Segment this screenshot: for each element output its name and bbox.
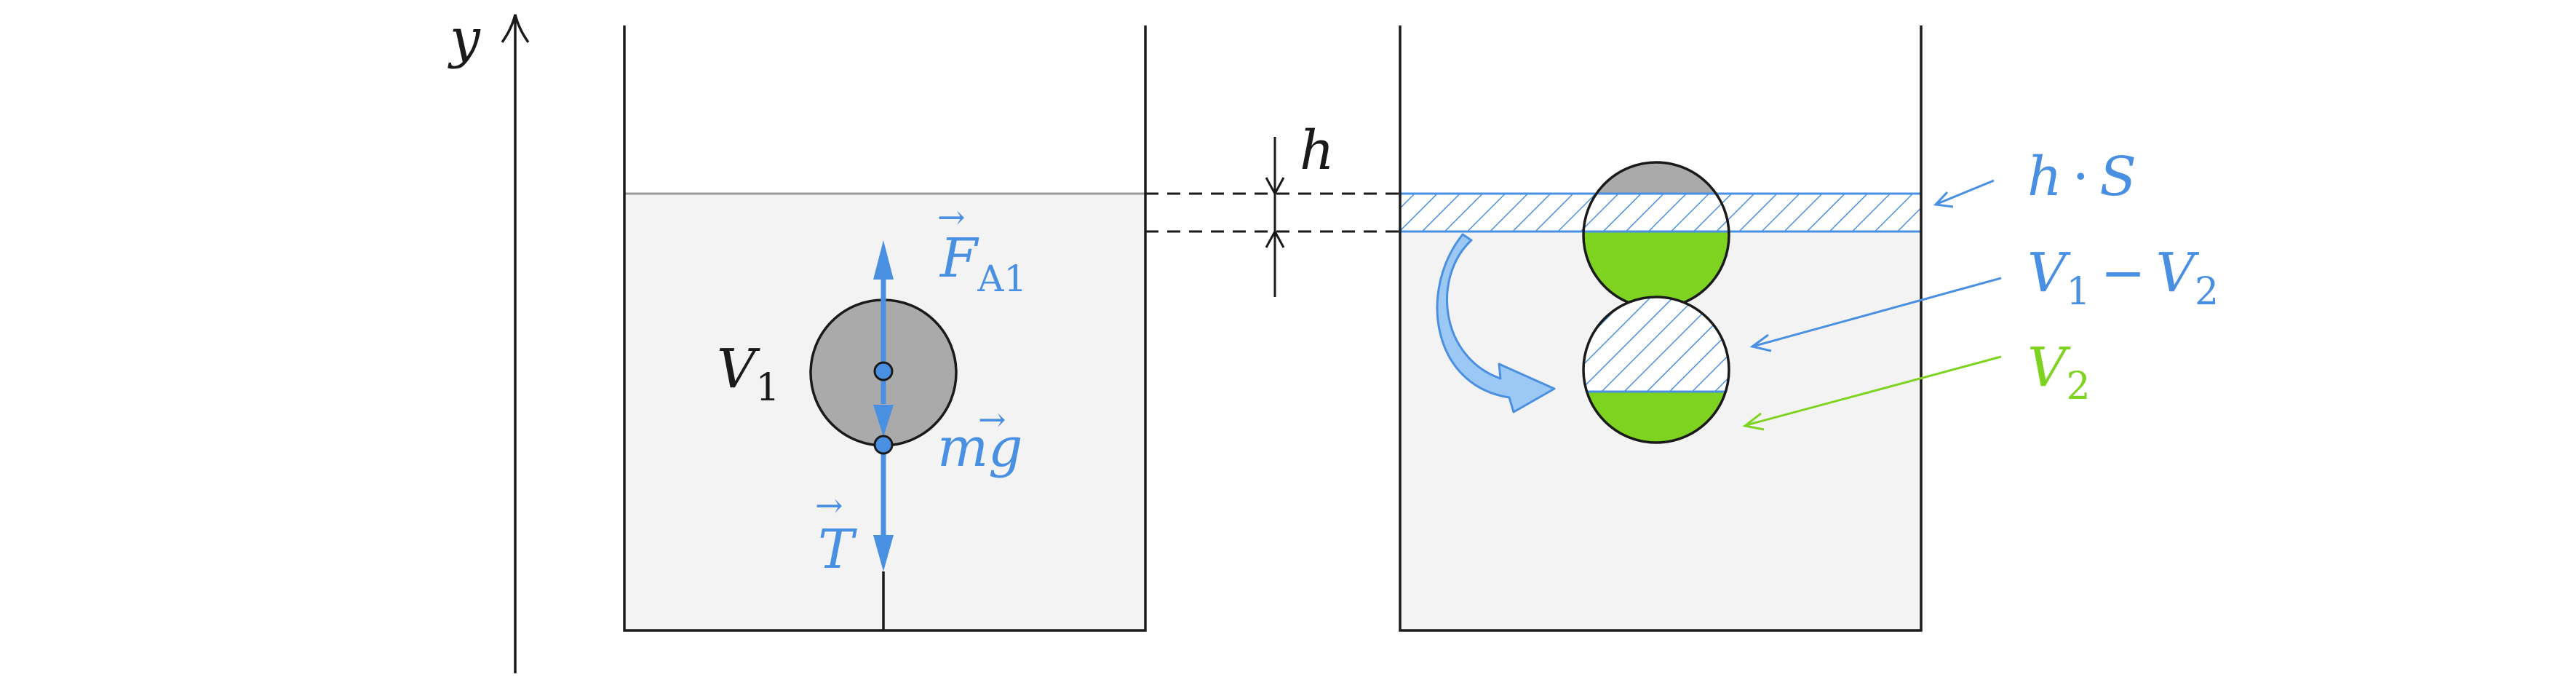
right-tank-walls	[1399, 25, 1923, 632]
buoyancy-arrowhead	[873, 240, 894, 280]
right-tank	[1399, 25, 1923, 632]
level-difference: h	[1145, 119, 1400, 297]
annotations: h·S V1−V2 V2	[1742, 146, 2219, 431]
v2-pointer-head	[1742, 412, 1765, 431]
left-ball-label: V1	[717, 338, 780, 410]
hs-label: h·S	[2027, 146, 2136, 208]
v2-pointer	[1746, 355, 2002, 427]
center-point	[873, 361, 894, 381]
bottom-point	[873, 435, 894, 455]
tension-label: → T	[815, 486, 857, 581]
v2-label: V2	[2027, 336, 2091, 408]
left-tank: V1 → FA1 → mg → T	[623, 25, 1147, 632]
y-axis-label: y	[448, 7, 481, 70]
left-tank-walls	[623, 25, 1147, 632]
y-axis-arrowhead	[501, 14, 530, 44]
h-label: h	[1300, 119, 1335, 182]
buoyancy-label: → FA1	[937, 197, 1027, 300]
tension-vector-mark: →	[815, 486, 843, 525]
h-top-arrowhead	[1265, 177, 1285, 197]
buoyancy-vector-mark: →	[937, 197, 966, 237]
diff-pointer-head	[1749, 333, 1772, 352]
gravity-label-text: mg	[937, 416, 1023, 479]
tension-label-text: T	[818, 518, 857, 581]
gravity-label: → mg	[937, 400, 1023, 479]
h-bottom-arrowhead	[1265, 229, 1285, 248]
hs-pointer	[1936, 179, 1995, 205]
tension-arrowhead	[873, 535, 894, 571]
y-axis: y	[448, 7, 530, 673]
gravity-vector-mark: →	[978, 400, 1006, 439]
gravity-arrowhead	[873, 405, 894, 437]
buoyancy-label-text: FA1	[939, 227, 1027, 300]
transfer-arrow-icon	[1436, 233, 1556, 413]
hs-pointer-head	[1933, 191, 1954, 208]
diff-pointer	[1754, 277, 2002, 347]
diff-label: V1−V2	[2027, 242, 2219, 314]
